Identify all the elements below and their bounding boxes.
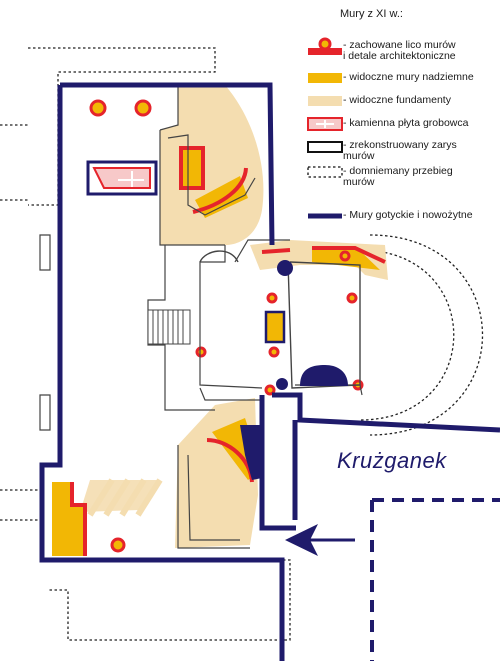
hatched-foundation [87,478,163,517]
apse [199,250,361,389]
legend-item-visible-walls: - widoczne mury nadziemne [305,72,500,102]
cloister-outline [370,498,500,661]
legend-label: - widoczne fundamenty [343,94,451,106]
entrance-arrow [285,524,355,556]
legend-item-presumed: - domniemany przebieg murów [305,166,500,196]
legend-label: - zachowane lico murów i detale architek… [343,39,456,62]
legend-item-reconstructed: - zrekonstruowany zarys murów [305,140,500,170]
legend-item-preserved: - zachowane lico murów i detale architek… [305,40,500,70]
legend-title: Mury z XI w.: [340,8,403,20]
legend-label: - widoczne mury nadziemne [343,71,474,83]
stairs [147,309,191,345]
gothic-wall-blocks [240,260,348,480]
legend-item-foundations: - widoczne fundamenty [305,95,500,125]
legend-swatches [307,37,343,219]
tomb-slab [86,160,158,196]
legend-label: - kamienna płyta grobowca [343,117,469,129]
detail-markers [89,99,364,553]
legend-label: - Mury gotyckie i nowożytne [343,209,473,221]
cloister-label: Krużganek [337,448,447,473]
legend-item-gothic: - Mury gotyckie i nowożytne [305,210,500,240]
legend-label: - zrekonstruowany zarys murów [343,139,457,162]
legend-item-tomb-slab: - kamienna płyta grobowca [305,118,500,148]
preserved-faces [70,146,386,556]
legend-label: - domniemany przebieg murów [343,165,453,188]
